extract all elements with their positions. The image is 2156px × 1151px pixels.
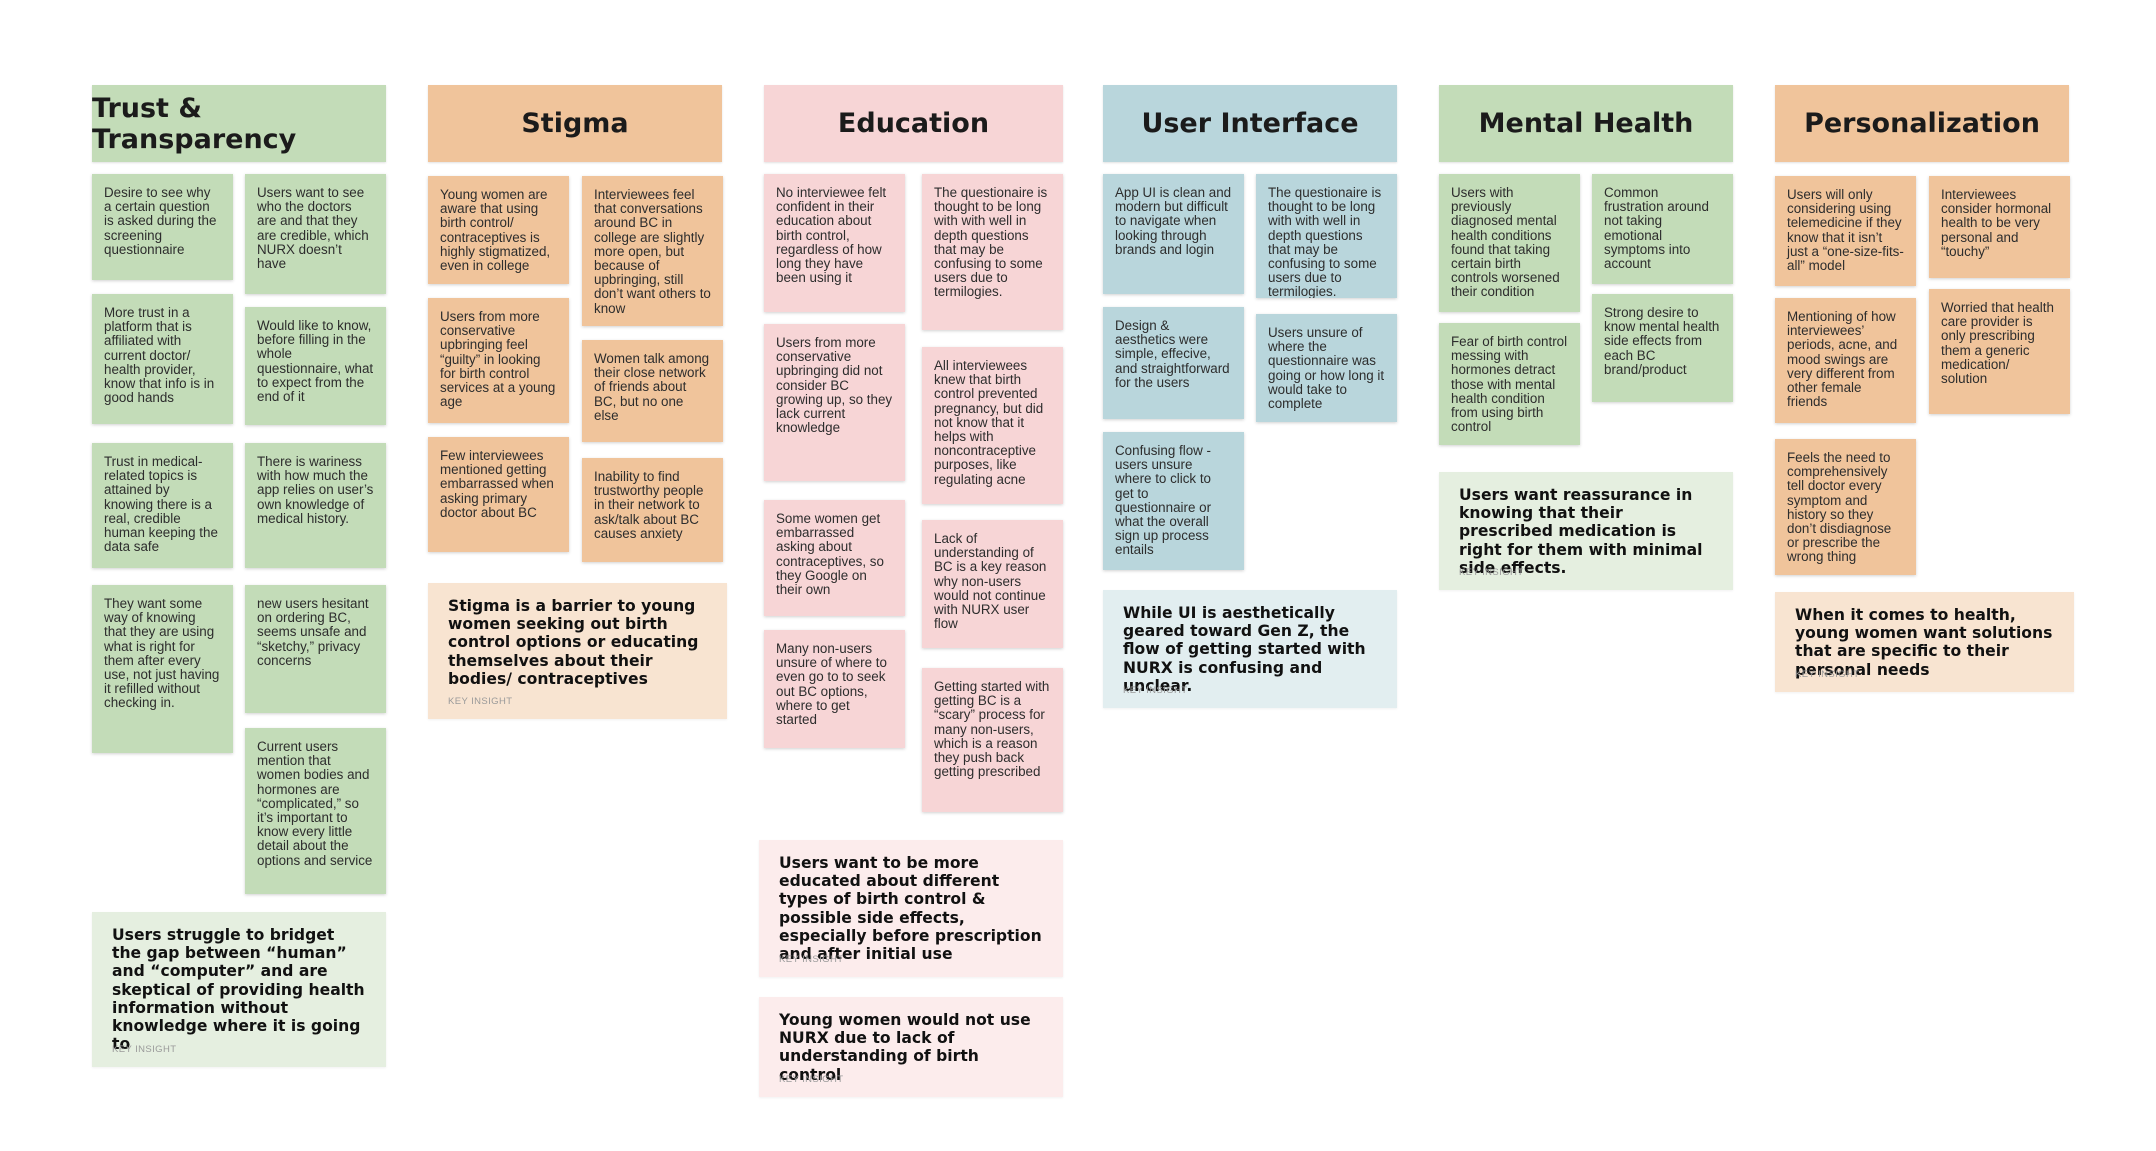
sticky-note[interactable]: Strong desire to know mental health side… <box>1592 294 1733 402</box>
insight-text: Users want to be more educated about dif… <box>779 854 1042 964</box>
sticky-note[interactable]: Would like to know, before filling in th… <box>245 307 386 425</box>
key-insight-card[interactable]: While UI is aesthetically geared toward … <box>1103 590 1397 708</box>
sticky-note[interactable]: Users from more conservative upbringing … <box>764 324 905 481</box>
column-header[interactable]: Personalization <box>1775 85 2069 162</box>
sticky-note[interactable]: Interviewees consider hormonal health to… <box>1929 176 2070 278</box>
sticky-note[interactable]: There is wariness with how much the app … <box>245 443 386 568</box>
sticky-note[interactable]: Fear of birth control messing with hormo… <box>1439 323 1580 445</box>
insight-text: Users struggle to bridget the gap betwee… <box>112 926 365 1054</box>
sticky-note[interactable]: Lack of understanding of BC is a key rea… <box>922 520 1063 648</box>
sticky-note[interactable]: Users want to see who the doctors are an… <box>245 174 386 294</box>
sticky-note[interactable]: Common frustration around not taking emo… <box>1592 174 1733 284</box>
sticky-note[interactable]: Few interviewees mentioned getting embar… <box>428 437 569 552</box>
key-insight-tag: KEY INSIGHT <box>448 696 513 707</box>
sticky-note[interactable]: Desire to see why a certain question is … <box>92 174 233 280</box>
sticky-note[interactable]: Young women are aware that using birth c… <box>428 176 569 284</box>
sticky-note[interactable]: Feels the need to comprehensively tell d… <box>1775 439 1916 575</box>
key-insight-tag: KEY INSIGHT <box>112 1044 177 1055</box>
sticky-note[interactable]: Confusing flow - users unsure where to c… <box>1103 432 1244 570</box>
key-insight-tag: KEY INSIGHT <box>779 954 844 965</box>
column-header[interactable]: Trust & Transparency <box>92 85 386 162</box>
key-insight-tag: KEY INSIGHT <box>1795 669 1860 680</box>
key-insight-card[interactable]: When it comes to health, young women wan… <box>1775 592 2074 692</box>
key-insight-tag: KEY INSIGHT <box>1459 567 1524 578</box>
sticky-note[interactable]: App UI is clean and modern but difficult… <box>1103 174 1244 294</box>
key-insight-tag: KEY INSIGHT <box>779 1074 844 1085</box>
sticky-note[interactable]: new users hesitant on ordering BC, seems… <box>245 585 386 713</box>
sticky-note[interactable]: Current users mention that women bodies … <box>245 728 386 894</box>
key-insight-card[interactable]: Users want to be more educated about dif… <box>759 840 1063 977</box>
sticky-note[interactable]: Trust in medical-related topics is attai… <box>92 443 233 568</box>
sticky-note[interactable]: Design & aesthetics were simple, effeciv… <box>1103 307 1244 419</box>
sticky-note[interactable]: They want some way of knowing that they … <box>92 585 233 753</box>
sticky-note[interactable]: Some women get embarrassed asking about … <box>764 500 905 616</box>
column-header[interactable]: Education <box>764 85 1063 162</box>
insight-text: While UI is aesthetically geared toward … <box>1123 604 1366 695</box>
sticky-note[interactable]: Users unsure of where the questionnaire … <box>1256 314 1397 422</box>
sticky-note[interactable]: All interviewees knew that birth control… <box>922 347 1063 504</box>
sticky-note[interactable]: Many non-users unsure of where to even g… <box>764 630 905 748</box>
sticky-note[interactable]: The questionaire is thought to be long w… <box>922 174 1063 330</box>
insight-text: Young women would not use NURX due to la… <box>779 1011 1031 1084</box>
sticky-note[interactable]: Getting started with getting BC is a “sc… <box>922 668 1063 812</box>
insight-text: When it comes to health, young women wan… <box>1795 606 2053 679</box>
sticky-note[interactable]: More trust in a platform that is affilia… <box>92 294 233 424</box>
sticky-note[interactable]: Worried that health care provider is onl… <box>1929 289 2070 414</box>
key-insight-card[interactable]: Stigma is a barrier to young women seeki… <box>428 583 727 719</box>
sticky-note[interactable]: Users with previously diagnosed mental h… <box>1439 174 1580 312</box>
sticky-note[interactable]: The questionaire is thought to be long w… <box>1256 174 1397 298</box>
column-header[interactable]: Mental Health <box>1439 85 1733 162</box>
sticky-note[interactable]: Mentioning of how interviewees’ periods,… <box>1775 298 1916 423</box>
sticky-note[interactable]: Users will only considering using teleme… <box>1775 176 1916 286</box>
insight-text: Stigma is a barrier to young women seeki… <box>448 597 699 688</box>
sticky-note[interactable]: Interviewees feel that conversations aro… <box>582 176 723 326</box>
key-insight-card[interactable]: Young women would not use NURX due to la… <box>759 997 1063 1097</box>
key-insight-card[interactable]: Users struggle to bridget the gap betwee… <box>92 912 386 1067</box>
sticky-note[interactable]: Women talk among their close network of … <box>582 340 723 442</box>
sticky-note[interactable]: Users from more conservative upbringing … <box>428 298 569 423</box>
key-insight-tag: KEY INSIGHT <box>1123 685 1188 696</box>
column-header[interactable]: User Interface <box>1103 85 1397 162</box>
column-header[interactable]: Stigma <box>428 85 722 162</box>
sticky-note[interactable]: No interviewee felt confident in their e… <box>764 174 905 312</box>
sticky-note[interactable]: Inability to find trustworthy people in … <box>582 458 723 562</box>
key-insight-card[interactable]: Users want reassurance in knowing that t… <box>1439 472 1733 590</box>
insight-text: Users want reassurance in knowing that t… <box>1459 486 1703 577</box>
